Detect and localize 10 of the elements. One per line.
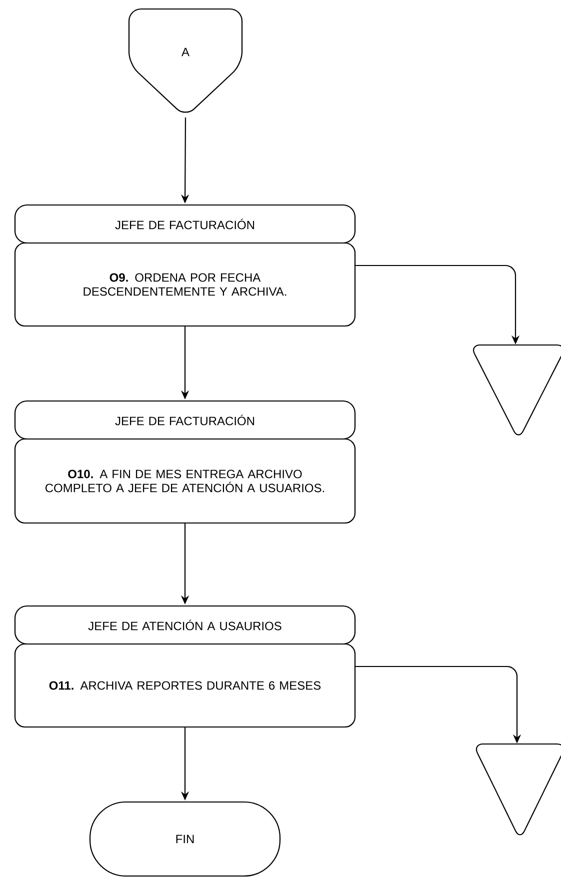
off-page-connector bbox=[473, 344, 561, 436]
process-box: O9. ORDENA POR FECHA DESCENDENTEMENTE Y ARCHIVA. bbox=[14, 242, 356, 327]
off-page-connector bbox=[476, 743, 561, 836]
role-header-box: JEFE DE ATENCIÓN A USAURIOS bbox=[14, 605, 356, 645]
role-header-box: JEFE DE FACTURACIÓN bbox=[14, 204, 356, 244]
terminator: FIN bbox=[89, 801, 281, 877]
process-box: O11. ARCHIVA REPORTES DURANTE 6 MESES bbox=[14, 643, 356, 728]
off-page-connector: A bbox=[128, 8, 243, 113]
process-box: O10. A FIN DE MES ENTREGA ARCHIVO COMPLETO A JEFE DE ATENCIÓN A USUARIOS. bbox=[14, 438, 356, 524]
role-header-box: JEFE DE FACTURACIÓN bbox=[14, 400, 356, 440]
